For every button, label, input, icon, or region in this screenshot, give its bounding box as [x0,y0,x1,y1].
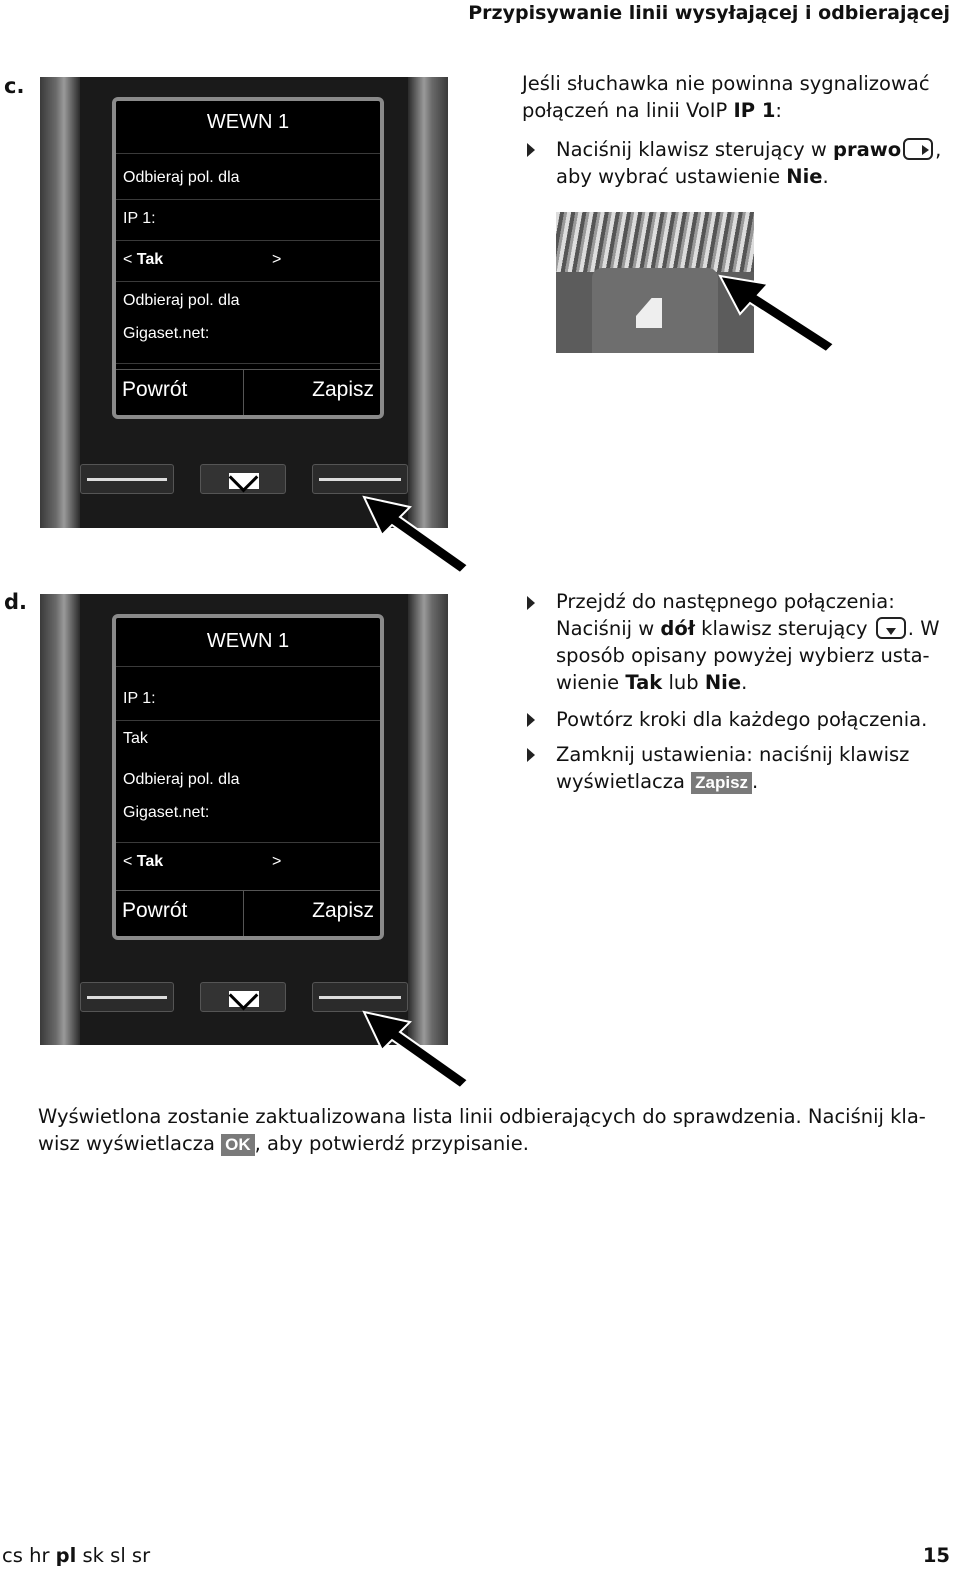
control-key-detail-image [556,212,754,353]
bullet-triangle-icon [527,596,535,610]
instruction-bullet: Przejdź do następnego połączenia: Naciśn… [556,590,940,694]
intro-text-line: Jeśli słuchawka nie powinna sygnalizować [522,72,930,95]
screen-divider [116,666,380,667]
message-key[interactable] [200,982,286,1012]
display-key-badge: Zapisz [691,772,753,794]
bullet-triangle-icon [527,713,535,727]
step-d-label: d. [4,590,28,614]
phone-illustration-c: WEWN 1 Odbieraj pol. dla IP 1: < Tak > O… [40,77,448,528]
screen-divider [116,199,380,200]
screen-divider [116,153,380,154]
selector-arrow: > [272,251,282,268]
screen-divider [116,842,380,843]
screen-title: WEWN 1 [206,111,290,133]
softkey-save[interactable]: Zapisz [312,899,374,922]
screen-divider [116,240,380,241]
phone-edge-right [408,77,448,528]
control-key-down-icon [875,617,906,639]
page-number: 15 [922,1544,950,1567]
pointer-arrow-icon [362,1010,470,1090]
instruction-bullet: Powtórz kroki dla każdego połączenia. [556,708,928,731]
left-display-key[interactable] [80,464,174,494]
softkey-bar: Powrót Zapisz [116,890,380,936]
bullet-triangle-icon [527,143,535,157]
envelope-icon [229,991,259,1007]
softkey-save[interactable]: Zapisz [312,378,374,401]
ok-badge: OK [221,1134,255,1156]
screen-line: Tak [123,730,148,747]
right-display-key[interactable] [312,982,408,1012]
phone-edge-right [408,594,448,1045]
phone-illustration-d: WEWN 1 IP 1: Tak Odbieraj pol. dla Gigas… [40,594,448,1045]
screen-title: WEWN 1 [206,630,290,652]
phone-edge-left [40,594,80,1045]
selector-arrow: > [272,853,282,870]
page-header: Przypisywanie linii wysyłającej i odbier… [468,2,950,24]
softkey-back[interactable]: Powrót [122,899,188,922]
screen-selector: < Tak [123,853,164,870]
intro-text-line: połączeń na linii VoIP IP 1: [522,99,782,122]
step-c-label: c. [4,74,25,98]
softkey-divider [243,891,244,936]
left-display-key[interactable] [80,982,174,1012]
screen-divider [116,720,380,721]
screen-line: Odbieraj pol. dla [123,771,240,788]
screen-line: Odbieraj pol. dla [123,292,240,309]
screen-line: Odbieraj pol. dla [123,169,240,186]
screen-divider [116,363,380,364]
softkey-divider [243,370,244,415]
instruction-bullet: Naciśnij klawisz sterujący w prawo, aby … [556,138,942,188]
phone-screen: WEWN 1 Odbieraj pol. dla IP 1: < Tak > O… [112,97,384,419]
screen-line: Gigaset.net: [123,325,210,342]
envelope-icon [229,473,259,489]
screen-selector: < Tak [123,251,164,268]
screen-line: Gigaset.net: [123,804,210,821]
phone-edge-left [40,77,80,528]
softkey-bar: Powrót Zapisz [116,369,380,415]
screen-line: IP 1: [123,690,156,707]
message-key[interactable] [200,464,286,494]
control-key-right-icon [903,138,934,160]
summary-paragraph: Wyświetlona zostanie zaktualizowana list… [38,1105,926,1156]
pointer-arrow-icon [362,495,470,575]
screen-line: IP 1: [123,210,156,227]
pointer-arrow-icon [718,274,836,354]
right-display-key[interactable] [312,464,408,494]
screen-divider [116,281,380,282]
phone-screen: WEWN 1 IP 1: Tak Odbieraj pol. dla Gigas… [112,614,384,940]
bullet-triangle-icon [527,748,535,762]
instruction-bullet: Zamknij ustawienia: naciśnij klawisz wyś… [556,743,910,794]
language-list: cs hr pl sk sl sr [2,1544,151,1567]
softkey-back[interactable]: Powrót [122,378,188,401]
